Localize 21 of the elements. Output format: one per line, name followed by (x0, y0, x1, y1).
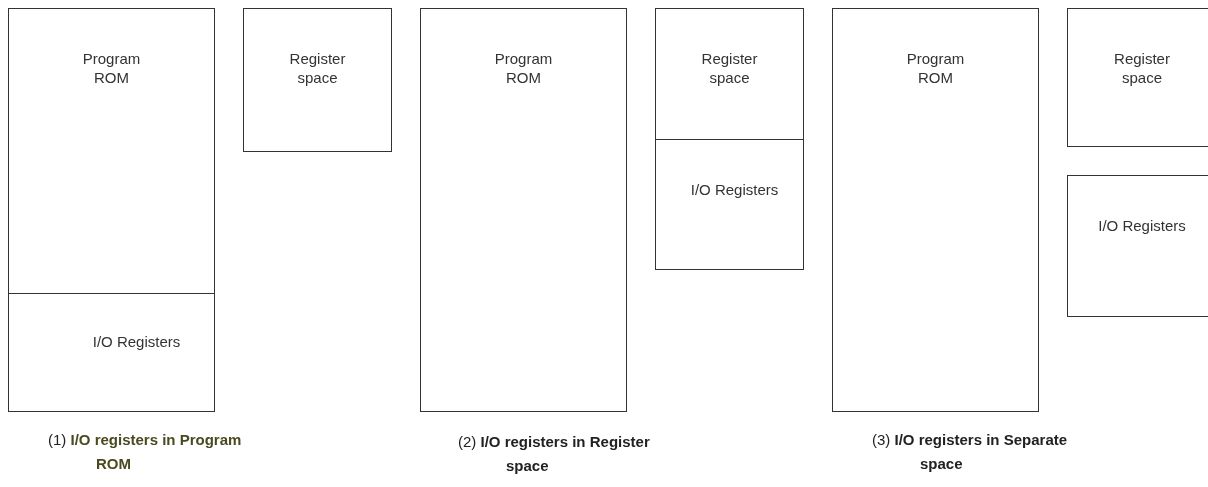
region-label: Register space (288, 49, 347, 87)
memory-region-box (1067, 8, 1208, 147)
memory-region-box (420, 8, 627, 412)
region-label: I/O Registers (689, 180, 780, 199)
memory-region-box (8, 293, 215, 412)
panel-caption: (1) I/O registers in Program ROM (48, 430, 243, 474)
region-label: Register space (700, 49, 759, 87)
region-label: Program ROM (905, 49, 966, 87)
memory-region-box (1067, 175, 1208, 317)
memory-region-box (655, 8, 804, 140)
panel-caption: (3) I/O registers in Separate space (872, 430, 1069, 474)
region-label: Program ROM (493, 49, 554, 87)
panel-caption: (2) I/O registers in Register space (458, 432, 651, 476)
region-label: I/O Registers (1097, 216, 1187, 235)
memory-region-box (655, 139, 804, 270)
region-label: Program ROM (81, 49, 142, 87)
memory-region-box (832, 8, 1039, 412)
region-label: I/O Registers (91, 332, 182, 351)
memory-region-box (243, 8, 392, 152)
memory-region-box (8, 8, 215, 294)
region-label: Register space (1113, 49, 1171, 87)
